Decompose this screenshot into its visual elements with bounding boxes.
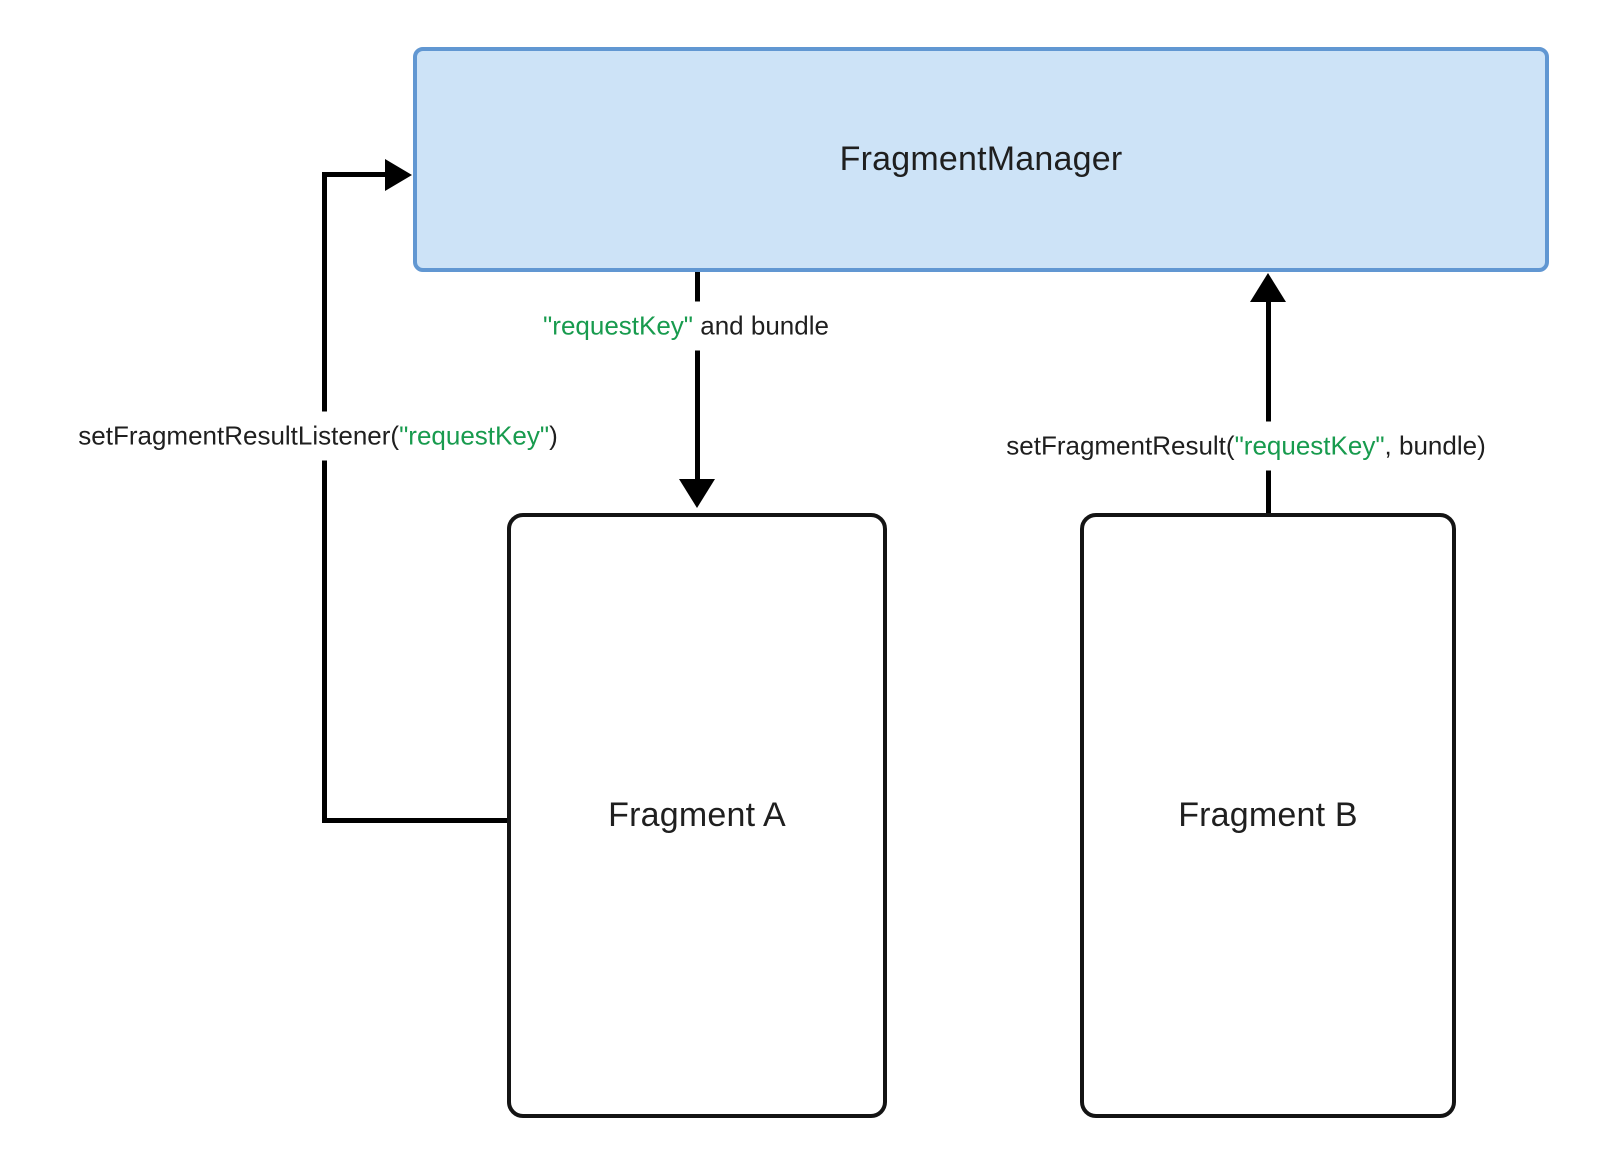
fragment-manager-node: FragmentManager xyxy=(413,47,1549,272)
set-fragment-result-label: setFragmentResult("requestKey", bundle) xyxy=(994,421,1498,471)
result-post-text: , bundle) xyxy=(1384,430,1486,461)
request-key-text: "requestKey" xyxy=(543,310,694,341)
fragment-b-node: Fragment B xyxy=(1080,513,1456,1118)
listener-post-text: ) xyxy=(549,420,558,451)
arrow-head-up-icon xyxy=(1250,273,1286,302)
listener-arrow-line-vertical xyxy=(322,172,327,822)
fragment-b-label: Fragment B xyxy=(1178,796,1358,834)
request-arrow-line xyxy=(695,271,700,482)
arrow-head-down-icon xyxy=(679,479,715,508)
fragment-a-label: Fragment A xyxy=(608,796,786,834)
fragment-a-node: Fragment A xyxy=(507,513,887,1118)
request-key-bundle-label: "requestKey" and bundle xyxy=(531,301,841,351)
listener-arrow-line-bottom xyxy=(322,818,509,823)
listener-arrow-line-top xyxy=(322,172,392,177)
result-pre-text: setFragmentResult( xyxy=(1006,430,1235,461)
fragment-manager-label: FragmentManager xyxy=(839,140,1123,178)
listener-pre-text: setFragmentResultListener( xyxy=(78,420,400,451)
set-fragment-result-listener-label: setFragmentResultListener("requestKey") xyxy=(66,411,570,461)
request-rest-text: and bundle xyxy=(693,310,829,341)
result-key-text: "requestKey" xyxy=(1234,430,1385,461)
listener-key-text: "requestKey" xyxy=(399,420,550,451)
arrow-head-right-icon xyxy=(385,159,412,191)
result-arrow-line xyxy=(1266,301,1271,514)
